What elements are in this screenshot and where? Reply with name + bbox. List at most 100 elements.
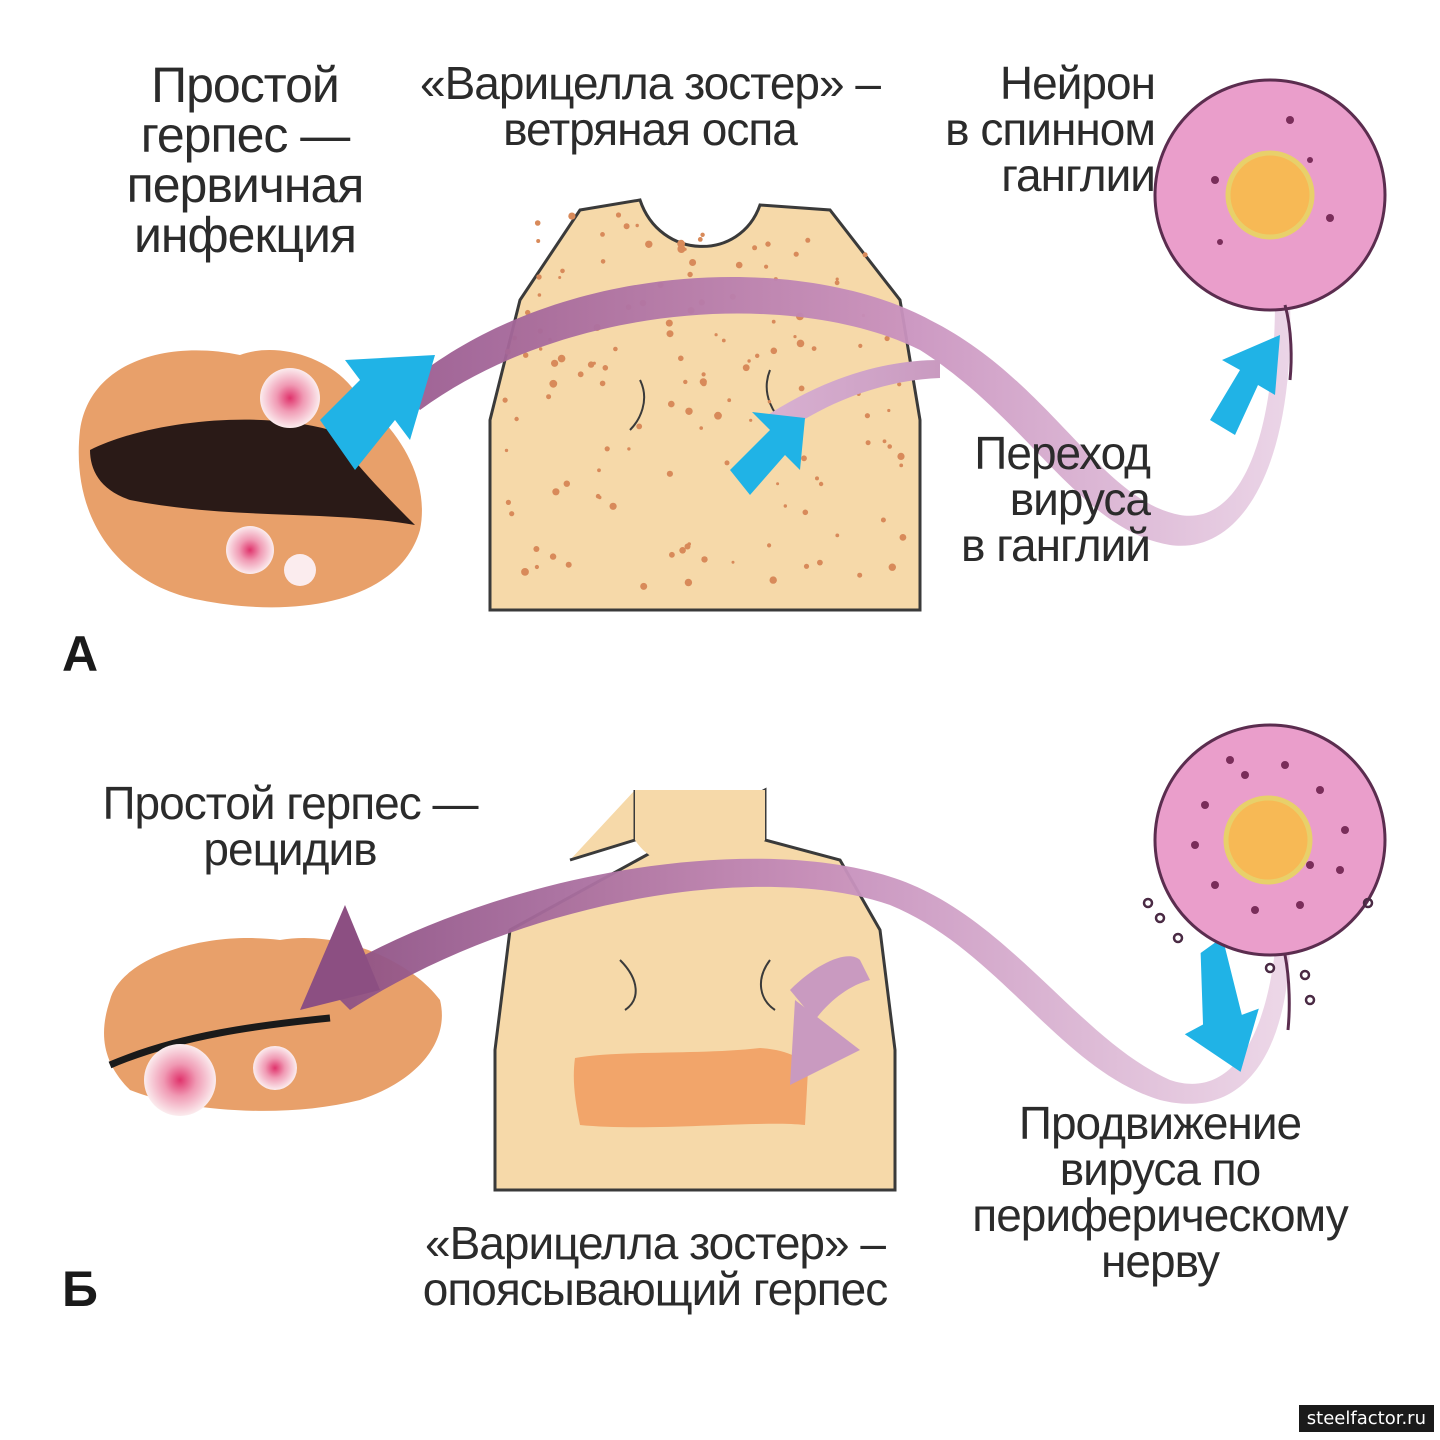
pox-spot: [687, 271, 693, 278]
pox-spot: [700, 232, 705, 237]
pox-spot: [665, 319, 673, 327]
pox-spot: [857, 572, 863, 578]
pox-spot: [568, 212, 576, 220]
virus-particle: [1281, 761, 1289, 769]
lesion-icon: [284, 554, 316, 586]
pox-spot: [793, 251, 799, 257]
pox-spot: [539, 347, 543, 351]
neuron-cell-b: [1142, 723, 1387, 1031]
label-varicella-shingles: «Варицелла зостер» – опоясывающий герпес: [422, 1217, 889, 1315]
pox-spot: [669, 551, 675, 558]
pox-spot: [534, 220, 541, 226]
blue-arrow-back-a: [730, 412, 805, 495]
pox-spot: [604, 446, 610, 452]
pox-spot: [755, 353, 760, 358]
pox-spot: [835, 533, 840, 538]
pox-spot: [767, 543, 772, 548]
back-chickenpox: [488, 198, 922, 612]
pox-spot: [509, 511, 515, 517]
pox-spot: [595, 493, 601, 499]
neuron-cell-a: [1153, 78, 1387, 381]
pox-spot: [862, 252, 868, 258]
pox-spot: [563, 480, 570, 487]
pox-spot: [558, 276, 562, 279]
pox-spot: [684, 578, 693, 587]
pox-spot: [798, 385, 805, 392]
pox-spot: [834, 280, 840, 286]
pox-spot: [783, 504, 787, 508]
pox-spot: [769, 576, 777, 584]
virus-particle: [1251, 906, 1259, 914]
pox-spot: [536, 274, 542, 280]
pox-spot: [888, 563, 896, 571]
pox-spot: [560, 268, 565, 274]
pox-spot: [534, 564, 540, 570]
virus-particle: [1191, 841, 1199, 849]
pox-spot: [731, 560, 735, 564]
pox-spot: [805, 237, 811, 243]
pox-spot: [668, 400, 675, 408]
pox-spot: [803, 563, 810, 569]
pox-spot: [551, 359, 559, 367]
pox-spot: [635, 223, 639, 228]
virus-particle: [1306, 861, 1314, 869]
pox-spot: [600, 259, 606, 264]
pox-spot: [899, 463, 904, 468]
pox-spot: [640, 582, 648, 590]
label-varicella-chickenpox: «Варицелла зостер» – ветряная оспа: [420, 57, 881, 155]
pox-spot: [549, 379, 558, 388]
pox-spot: [599, 380, 606, 387]
pox-spot: [884, 335, 890, 342]
pox-spot: [623, 223, 630, 230]
pox-spot: [747, 359, 751, 363]
pox-spot: [864, 413, 871, 419]
pox-spot: [697, 237, 703, 242]
lesion-icon: [226, 526, 274, 574]
pox-spot: [887, 444, 892, 449]
pox-spot: [796, 339, 805, 348]
virus-particle: [1241, 771, 1249, 779]
pox-spot: [666, 330, 674, 338]
pox-spot: [577, 371, 584, 378]
pox-spot: [514, 416, 519, 422]
panel-letter-b: Б: [62, 1261, 98, 1317]
pox-spot: [683, 379, 688, 385]
pox-spot: [602, 365, 609, 371]
pox-spot: [701, 372, 706, 377]
pox-spot: [818, 481, 824, 487]
pox-spot: [764, 264, 769, 269]
pox-spot: [597, 468, 601, 473]
virus-particle: [1336, 866, 1344, 874]
virus-particle: [1296, 901, 1304, 909]
pox-spot: [552, 488, 560, 496]
pox-spot: [536, 239, 541, 243]
pox-spot: [858, 343, 863, 348]
virus-particle: [1211, 881, 1219, 889]
pox-spot: [765, 241, 771, 247]
pox-spot: [899, 534, 907, 541]
pox-spot: [714, 411, 722, 420]
pox-spot: [815, 476, 819, 481]
pox-spot: [835, 277, 839, 281]
pox-spot: [666, 470, 674, 477]
pox-spot: [677, 239, 685, 248]
label-herpes-recurrence: Простой герпес — рецидив: [102, 777, 478, 875]
pox-spot: [627, 447, 631, 451]
pox-spot: [811, 346, 817, 351]
pox-spot: [587, 361, 595, 368]
pox-spot: [546, 394, 552, 400]
pox-spot: [727, 398, 732, 403]
pox-spot: [549, 553, 557, 560]
lesion-icon: [260, 368, 320, 428]
blue-arrow-nerve-b: [1184, 937, 1259, 1072]
arrow-virus-to-ganglion: [400, 276, 1291, 546]
pox-spot: [793, 335, 797, 339]
pox-spot: [776, 482, 780, 486]
pox-spot: [880, 517, 886, 523]
arrow-virus-along-nerve: [300, 858, 1290, 1104]
pox-spot: [533, 546, 540, 552]
pox-spot: [592, 361, 596, 365]
blue-arrow-ganglion-a: [1210, 335, 1280, 435]
pox-spot: [771, 319, 776, 324]
